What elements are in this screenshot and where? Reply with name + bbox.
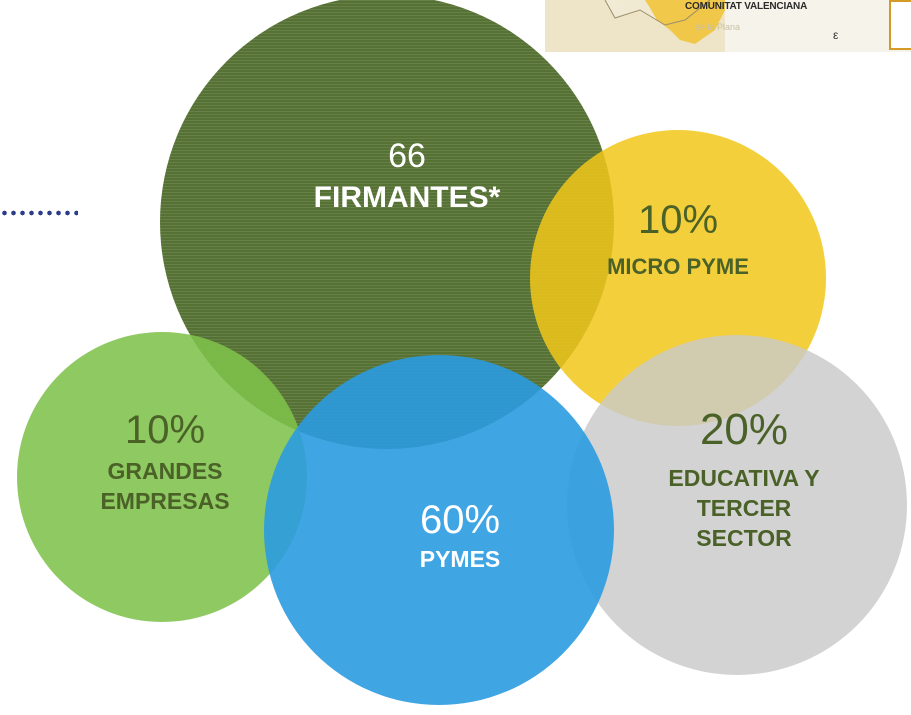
map-region-label: COMUNITAT VALENCIANA (685, 1, 808, 12)
grandes-empresas-label-group: 10% GRANDES EMPRESAS (65, 408, 265, 516)
map-fragment: COMUNITAT VALENCIANA de la Plana ε (545, 0, 911, 52)
map-frame-edge (889, 0, 911, 50)
educativa-label-group: 20% EDUCATIVA Y TERCER SECTOR (624, 405, 864, 553)
grandes-empresas-label-line2: EMPRESAS (100, 488, 230, 514)
educativa-label-line3: SECTOR (696, 525, 792, 551)
pymes-label-group: 60% PYMES (360, 498, 560, 574)
micro-pyme-label-group: 10% MICRO PYME (568, 198, 788, 282)
educativa-label-line1: EDUCATIVA Y (668, 465, 820, 491)
map-place-label: de la Plana (695, 22, 741, 32)
educativa-percent: 20% (699, 405, 789, 454)
firmantes-count: 66 (388, 137, 426, 175)
circle-educativa (567, 335, 907, 675)
map-marker: ε (833, 28, 839, 42)
pymes-percent: 60% (419, 498, 501, 542)
firmantes-label-group: 66 FIRMANTES* (257, 137, 557, 215)
firmantes-label: FIRMANTES* (313, 181, 501, 214)
circle-firmantes-texture (160, 0, 614, 449)
educativa-label-line2: TERCER (696, 495, 792, 521)
micro-pyme-label: MICRO PYME (607, 254, 749, 279)
dotted-divider (0, 208, 78, 218)
map-sea (725, 0, 911, 52)
map-region-shape (545, 0, 745, 52)
pymes-label: PYMES (419, 546, 501, 572)
grandes-empresas-label-line1: GRANDES (107, 458, 223, 484)
circle-grandes-empresas (17, 332, 307, 622)
circle-pymes (264, 355, 614, 705)
grandes-empresas-percent: 10% (124, 408, 206, 452)
micro-pyme-percent: 10% (637, 198, 719, 242)
